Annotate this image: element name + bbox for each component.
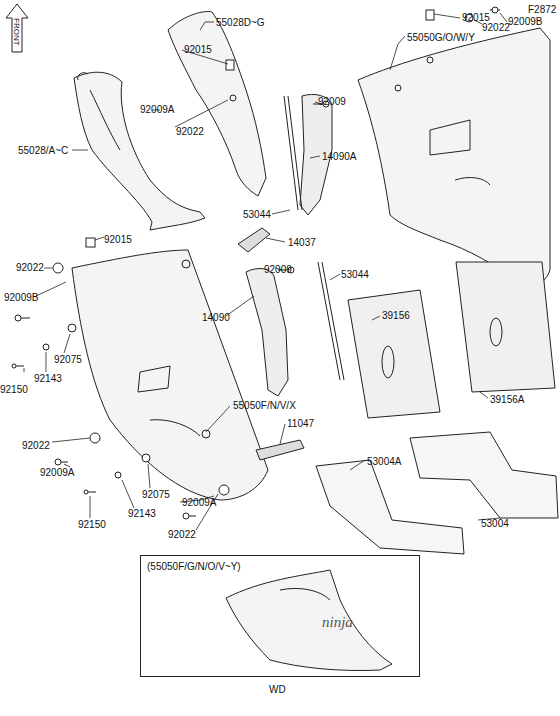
callout-number: 55050G/O/W/Y [407, 32, 475, 43]
callout-number: 92075 [142, 489, 170, 500]
inset-caption: (55050F/G/N/O/V~Y) [141, 558, 241, 572]
callout-number: 92009B [4, 292, 38, 303]
callout-number: 92009B [508, 16, 542, 27]
callout-number: 14090A [322, 151, 356, 162]
callout-number: 92009A [182, 497, 216, 508]
callout-number: WD [269, 684, 286, 695]
callout-number: 55050F/N/V/X [233, 400, 296, 411]
callout-number: 14037 [288, 237, 316, 248]
callout-number: 14090 [202, 312, 230, 323]
callout-number: 92150 [0, 384, 28, 395]
callout-number: 39156A [490, 394, 524, 405]
callout-number: 92015 [184, 44, 212, 55]
callout-number: 92009 [318, 96, 346, 107]
callout-number: 92075 [54, 354, 82, 365]
callout-number: 39156 [382, 310, 410, 321]
callout-number: 92015 [462, 12, 490, 23]
callout-number: 92143 [128, 508, 156, 519]
callout-number: 55028/A~C [18, 145, 68, 156]
callout-number: 92150 [78, 519, 106, 530]
callout-number: 92009A [40, 467, 74, 478]
callout-number: 92022 [168, 529, 196, 540]
callout-number: 92022 [22, 440, 50, 451]
callout-number: 92015 [104, 234, 132, 245]
callout-number: 53004 [481, 518, 509, 529]
callout-number: ninja [322, 617, 353, 628]
callout-number: 53044 [243, 209, 271, 220]
callout-number: 11047 [287, 418, 314, 429]
callout-number: 92009A [140, 104, 174, 115]
callout-number: 55028D~G [216, 17, 265, 28]
callout-number: 92022 [482, 22, 510, 33]
callout-number: 92009 [264, 264, 292, 275]
inset-frame: (55050F/G/N/O/V~Y) [140, 555, 420, 677]
callout-number: F2872 [528, 4, 556, 15]
callout-number: 92022 [16, 262, 44, 273]
callout-number: 92022 [176, 126, 204, 137]
callout-number: 92143 [34, 373, 62, 384]
callout-number: 53044 [341, 269, 369, 280]
direction-arrow-text: FRONT [11, 18, 22, 46]
callout-number: 53004A [367, 456, 401, 467]
